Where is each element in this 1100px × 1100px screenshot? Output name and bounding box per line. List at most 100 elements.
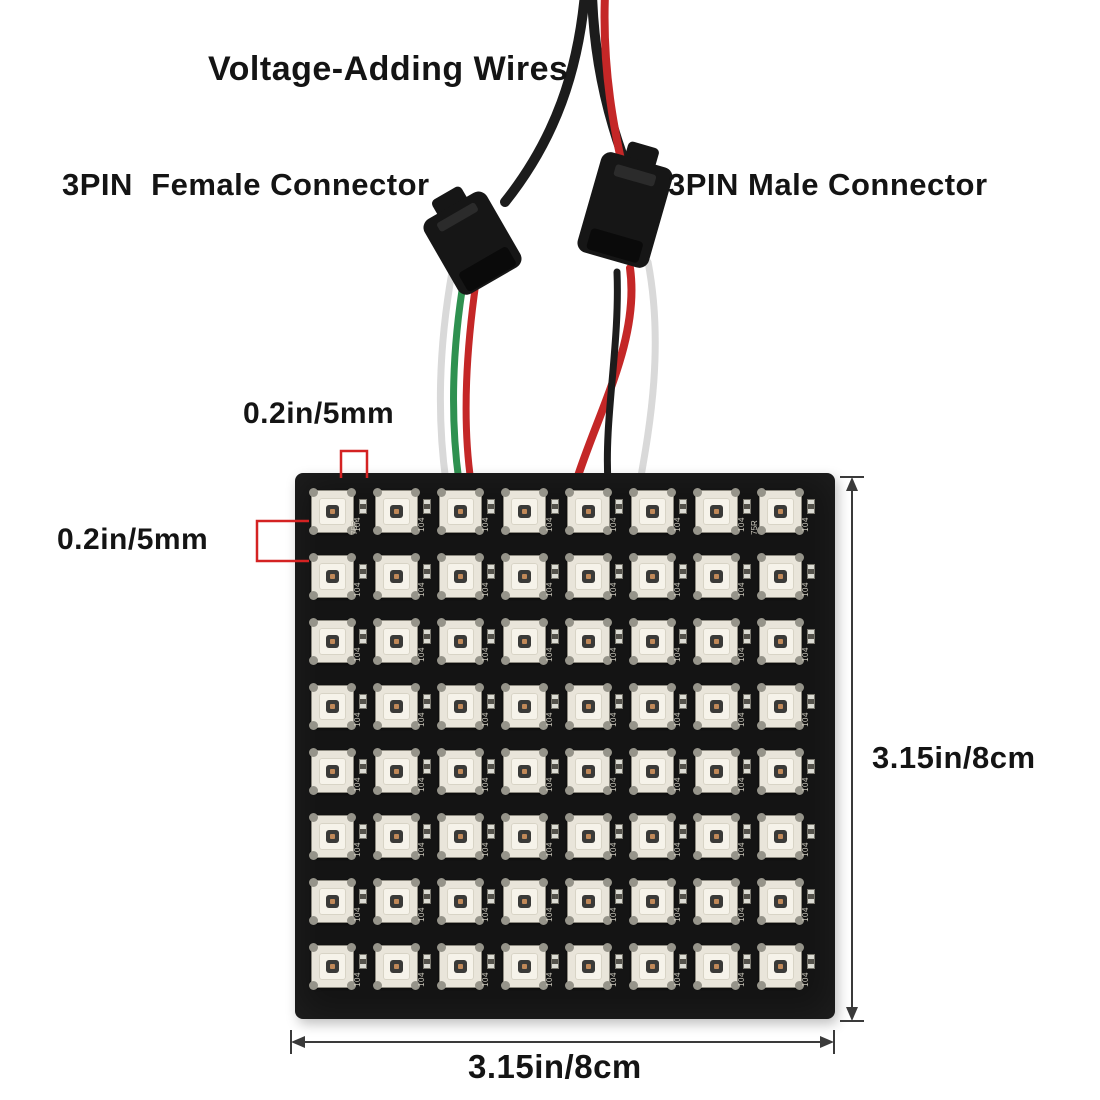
- solder-pad: [667, 618, 676, 627]
- capacitor-chip: [743, 499, 751, 514]
- led-chip: [326, 570, 339, 583]
- component-marking: 104: [672, 972, 682, 987]
- led-die: [650, 964, 655, 969]
- led-module: [309, 553, 356, 600]
- component-marking: 104: [608, 712, 618, 727]
- capacitor-chip: [807, 694, 815, 709]
- solder-pad: [731, 591, 740, 600]
- led-lens: [511, 498, 538, 525]
- component-marking: 104: [480, 647, 490, 662]
- led-module: [437, 813, 484, 860]
- led-lens: [383, 758, 410, 785]
- led-lens: [703, 953, 730, 980]
- led-module: [437, 618, 484, 665]
- solder-pad: [731, 851, 740, 860]
- solder-pad: [565, 981, 574, 990]
- component-marking: 104: [480, 777, 490, 792]
- led-die: [458, 639, 463, 644]
- led-module: [437, 748, 484, 795]
- component-marking: 104: [480, 972, 490, 987]
- led-cell: 104: [500, 484, 564, 549]
- capacitor-chip: [359, 889, 367, 904]
- led-cell: 104: [692, 679, 756, 744]
- solder-pad: [475, 618, 484, 627]
- led-module: [629, 813, 676, 860]
- led-chip: [774, 960, 787, 973]
- solder-pad: [539, 916, 548, 925]
- led-chip: [646, 570, 659, 583]
- component-marking: 104: [544, 712, 554, 727]
- solder-pad: [603, 553, 612, 562]
- led-cell: 104: [308, 874, 372, 939]
- solder-pad: [373, 526, 382, 535]
- solder-pad: [475, 786, 484, 795]
- capacitor-chip: [679, 824, 687, 839]
- capacitor-chip: [359, 564, 367, 579]
- led-lens: [511, 758, 538, 785]
- solder-pad: [373, 786, 382, 795]
- led-module: [501, 618, 548, 665]
- led-module: [757, 813, 804, 860]
- component-marking: 104: [608, 582, 618, 597]
- solder-pad: [667, 553, 676, 562]
- led-lens: [319, 953, 346, 980]
- solder-pad: [565, 656, 574, 665]
- component-marking: 104: [416, 842, 426, 857]
- led-die: [778, 769, 783, 774]
- led-module: [309, 488, 356, 535]
- solder-pad: [373, 683, 382, 692]
- solder-pad: [629, 748, 638, 757]
- led-cell: 104: [436, 679, 500, 744]
- solder-pad: [501, 916, 510, 925]
- solder-pad: [603, 916, 612, 925]
- solder-pad: [693, 553, 702, 562]
- led-die: [330, 834, 335, 839]
- solder-pad: [309, 618, 318, 627]
- solder-pad: [603, 943, 612, 952]
- capacitor-chip: [423, 629, 431, 644]
- capacitor-chip: [423, 499, 431, 514]
- component-marking: 104: [672, 582, 682, 597]
- capacitor-chip: [551, 499, 559, 514]
- led-die: [714, 639, 719, 644]
- led-chip: [646, 830, 659, 843]
- solder-pad: [437, 618, 446, 627]
- solder-pad: [437, 488, 446, 497]
- led-cell: 104: [628, 874, 692, 939]
- led-chip: [646, 895, 659, 908]
- solder-pad: [411, 786, 420, 795]
- solder-pad: [603, 526, 612, 535]
- solder-pad: [475, 526, 484, 535]
- component-marking: 104: [608, 842, 618, 857]
- led-chip: [710, 765, 723, 778]
- solder-pad: [667, 748, 676, 757]
- led-cell: 104: [756, 484, 820, 549]
- solder-pad: [501, 851, 510, 860]
- led-chip: [454, 765, 467, 778]
- component-marking: 104: [736, 712, 746, 727]
- solder-pad: [757, 656, 766, 665]
- led-chip: [390, 895, 403, 908]
- led-die: [778, 574, 783, 579]
- led-module: [437, 943, 484, 990]
- led-lens: [447, 953, 474, 980]
- led-chip: [326, 765, 339, 778]
- led-chip: [518, 570, 531, 583]
- solder-pad: [539, 553, 548, 562]
- led-chip: [454, 960, 467, 973]
- solder-pad: [565, 813, 574, 822]
- led-module: [629, 683, 676, 730]
- capacitor-chip: [487, 629, 495, 644]
- led-cell: 104: [500, 744, 564, 809]
- component-marking: 104: [544, 582, 554, 597]
- led-die: [394, 509, 399, 514]
- capacitor-chip: [551, 564, 559, 579]
- solder-pad: [309, 683, 318, 692]
- led-chip: [710, 895, 723, 908]
- component-marking: 104: [544, 972, 554, 987]
- wire-white-female: [436, 268, 456, 486]
- component-marking: 104: [736, 582, 746, 597]
- led-die: [586, 769, 591, 774]
- led-cell: 104: [436, 614, 500, 679]
